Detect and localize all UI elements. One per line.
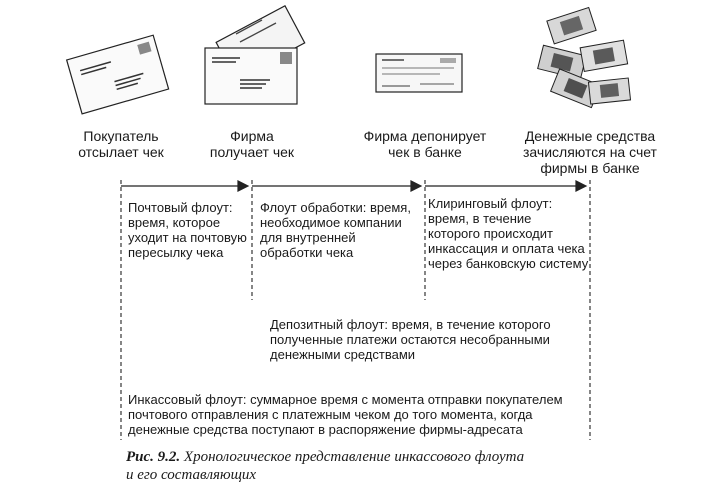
timeline-arrows bbox=[121, 180, 588, 192]
stage-label-funds-credited: Денежные средства зачисляются на счет фи… bbox=[523, 128, 657, 176]
collection-float-description: Инкассовый флоут: суммарное время с моме… bbox=[128, 392, 563, 437]
stage-label-firm-deposits: Фирма депонирует чек в банке bbox=[363, 128, 487, 160]
envelope-icon bbox=[65, 34, 170, 115]
clearing-float-description: Клиринговый флоут: время, в течение кото… bbox=[428, 196, 589, 271]
figure-caption-text: Хронологическое представление инкассовог… bbox=[126, 449, 525, 483]
mail-float-description: Почтовый флоут: время, которое уходит на… bbox=[128, 200, 247, 260]
deposit-float-description: Депозитный флоут: время, в течение котор… bbox=[270, 317, 551, 362]
check-icon bbox=[375, 53, 463, 93]
figure-number: Рис. 9.2. bbox=[126, 449, 181, 465]
timeline-markers bbox=[120, 180, 591, 440]
processing-float-description: Флоут обработки: время, необходимое комп… bbox=[260, 200, 411, 260]
figure-caption: Рис. 9.2. Хронологическое представление … bbox=[126, 448, 524, 484]
stage-label-customer-sends: Покупатель отсылает чек bbox=[78, 128, 164, 160]
envelope-with-check-icon bbox=[204, 4, 306, 105]
money-stack-icon bbox=[537, 6, 632, 109]
stage-label-firm-receives: Фирма получает чек bbox=[209, 128, 295, 160]
